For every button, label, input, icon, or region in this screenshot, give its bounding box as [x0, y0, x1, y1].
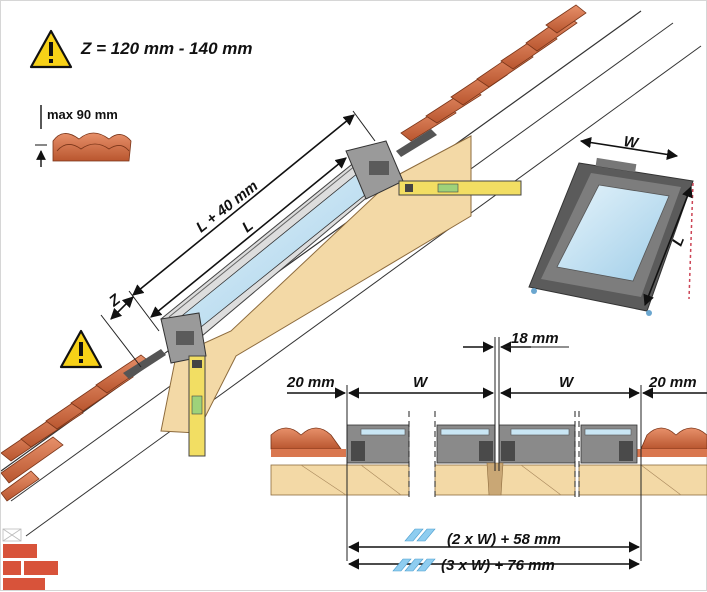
label-w-window: W [622, 133, 640, 152]
combination-section [270, 411, 707, 501]
three-window-icon [392, 558, 436, 572]
label-left-20: 20 mm [286, 374, 335, 391]
roof-tiles-upper [400, 4, 587, 142]
warning-triangle-icon [59, 329, 103, 369]
spirit-level-vertical [188, 355, 206, 457]
spirit-level-horizontal [398, 180, 522, 196]
roof-window-isometric [528, 157, 694, 316]
label-max-height: max 90 mm [47, 107, 118, 122]
label-two-windows: (2 x W) + 58 mm [447, 531, 561, 548]
label-l-window: L [669, 234, 688, 249]
brick-wall-icon [2, 528, 58, 590]
tile-height-inset [35, 105, 132, 167]
roof-tiles-lower [1, 354, 152, 502]
label-w-right: W [559, 374, 575, 391]
label-z-range: Z = 120 mm - 140 mm [80, 39, 253, 58]
label-w-left: W [413, 374, 429, 391]
label-right-20: 20 mm [648, 374, 697, 391]
label-three-windows: (3 x W) + 76 mm [441, 557, 555, 574]
label-gap-18: 18 mm [511, 330, 559, 347]
warning-triangle-icon [29, 29, 73, 69]
two-window-icon [404, 528, 436, 542]
